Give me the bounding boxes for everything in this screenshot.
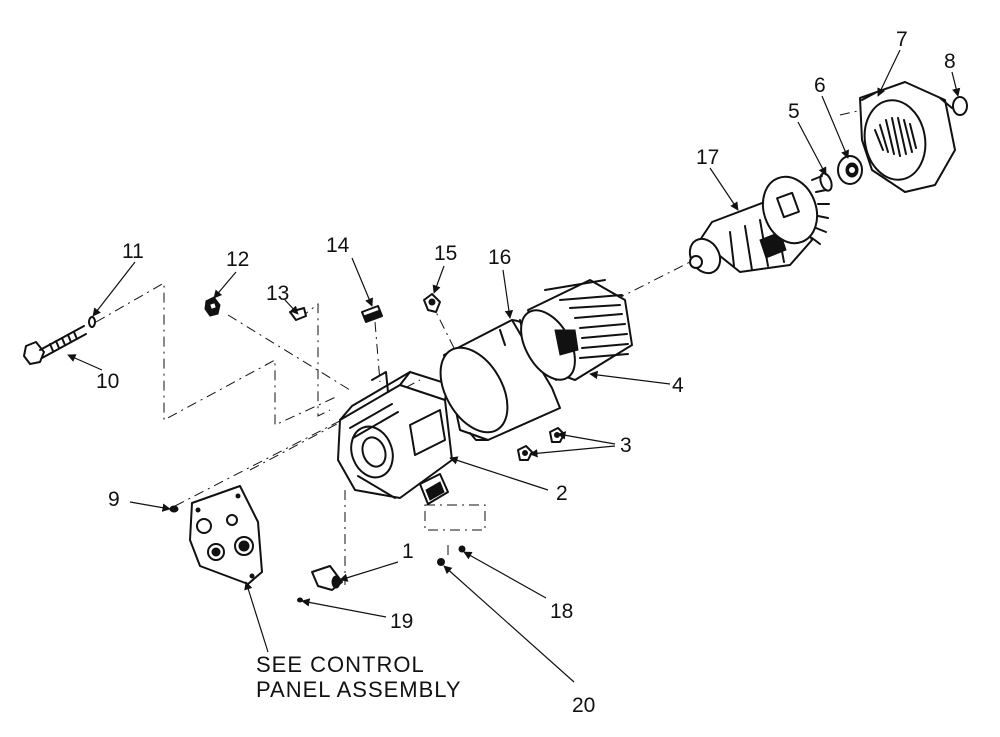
label-18: 18 bbox=[550, 600, 573, 623]
label-7: 7 bbox=[896, 28, 908, 51]
bearing-part-6 bbox=[837, 155, 863, 185]
stator-housing-part-4 bbox=[520, 279, 633, 381]
rotor-part-17 bbox=[688, 175, 830, 275]
control-panel-plate bbox=[189, 485, 263, 585]
nut-part-20 bbox=[437, 558, 445, 566]
label-1: 1 bbox=[402, 540, 414, 563]
label-5: 5 bbox=[788, 100, 800, 123]
screw-part-9 bbox=[169, 505, 179, 513]
label-4: 4 bbox=[672, 374, 684, 397]
ring-part-8 bbox=[952, 96, 968, 116]
label-9: 9 bbox=[108, 488, 120, 511]
nuts-part-3 bbox=[517, 427, 565, 461]
label-17: 17 bbox=[696, 146, 719, 169]
label-20: 20 bbox=[572, 694, 595, 717]
clip-part-12 bbox=[204, 296, 221, 317]
label-12: 12 bbox=[226, 248, 249, 271]
bracket-part-1 bbox=[311, 565, 343, 591]
label-15: 15 bbox=[434, 242, 457, 265]
label-8: 8 bbox=[944, 50, 956, 73]
end-cover-part-7 bbox=[859, 81, 956, 193]
part-labels: 11 10 12 13 14 15 16 4 3 2 17 5 6 7 8 9 … bbox=[96, 28, 956, 717]
label-19: 19 bbox=[390, 610, 413, 633]
washer-part-18 bbox=[458, 545, 466, 553]
screw-part-19 bbox=[297, 597, 303, 603]
end-bell-part-2 bbox=[337, 371, 453, 505]
label-2: 2 bbox=[556, 482, 568, 505]
label-10: 10 bbox=[96, 370, 119, 393]
stator-part-16 bbox=[439, 319, 561, 441]
screw-part-15 bbox=[423, 293, 441, 313]
control-panel-note: SEE CONTROL PANEL ASSEMBLY bbox=[256, 652, 462, 702]
label-16: 16 bbox=[488, 246, 511, 269]
label-3: 3 bbox=[620, 434, 632, 457]
label-14: 14 bbox=[326, 234, 350, 257]
brush-part-14 bbox=[361, 305, 383, 323]
note-line-2: PANEL ASSEMBLY bbox=[256, 677, 462, 702]
label-13: 13 bbox=[266, 282, 289, 305]
leader-lines bbox=[67, 49, 961, 683]
label-6: 6 bbox=[814, 74, 826, 97]
note-line-1: SEE CONTROL bbox=[256, 652, 425, 677]
label-11: 11 bbox=[122, 240, 144, 263]
bolt-part-10 bbox=[23, 316, 96, 365]
